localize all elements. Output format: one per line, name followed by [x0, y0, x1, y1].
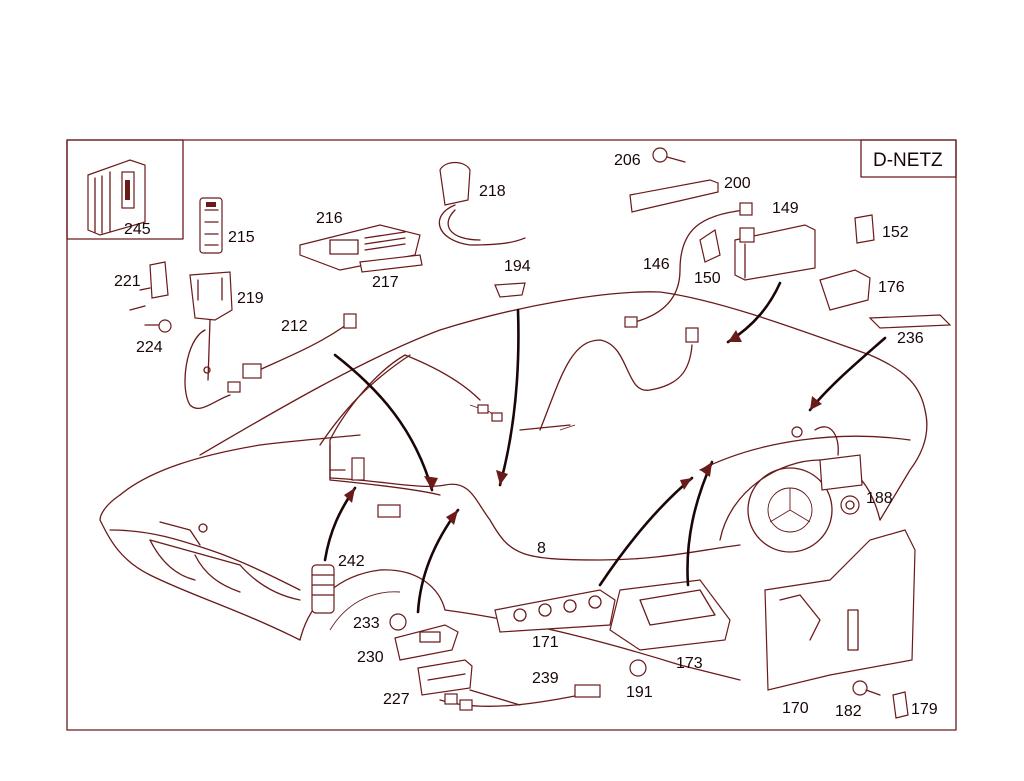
part-221-clip	[129, 261, 169, 311]
car-body	[99, 291, 928, 681]
part-236-strap	[868, 314, 952, 329]
part-150-connector	[699, 229, 721, 263]
label-170: 170	[782, 700, 809, 717]
label-152: 152	[882, 224, 909, 241]
label-230: 230	[357, 649, 384, 666]
part-173-holder	[609, 579, 731, 651]
label-182: 182	[835, 703, 862, 720]
label-188: 188	[866, 490, 893, 507]
part-antenna-connector	[351, 457, 401, 518]
part-146-antenna-cable	[624, 202, 753, 328]
part-176-bracket	[819, 269, 871, 311]
label-176: 176	[878, 279, 905, 296]
label-221: 221	[114, 273, 141, 290]
label-206: 206	[614, 152, 641, 169]
part-antenna-mount	[791, 426, 863, 491]
leader-lines	[469, 327, 699, 431]
part-215-handset	[199, 197, 223, 254]
part-194-clip	[494, 282, 526, 298]
part-171-tray	[494, 589, 616, 633]
part-206-screw	[652, 147, 686, 163]
label-233: 233	[353, 615, 380, 632]
part-188-nut	[840, 495, 860, 515]
label-200: 200	[724, 175, 751, 192]
label-171: 171	[532, 634, 559, 651]
diagram-title: D-NETZ	[873, 150, 943, 171]
part-245-manual	[87, 159, 146, 236]
label-191: 191	[626, 684, 653, 701]
part-218-charger	[438, 161, 526, 246]
title-box	[860, 139, 957, 178]
label-216: 216	[316, 210, 343, 227]
part-212-cable	[227, 313, 357, 393]
assembly-arrows	[323, 281, 887, 614]
part-182-screw	[852, 680, 881, 696]
part-219-cradle	[184, 271, 233, 410]
part-242-antenna-base	[311, 564, 335, 614]
part-233-nut	[389, 613, 407, 631]
part-239-cable	[439, 684, 601, 711]
label-149: 149	[772, 200, 799, 217]
label-245: 245	[124, 221, 151, 238]
part-170-panel	[764, 529, 916, 691]
part-191-grommet	[629, 659, 647, 677]
part-227-module	[417, 659, 473, 696]
label-146: 146	[643, 256, 670, 273]
part-224-screw	[144, 319, 172, 333]
part-152-clip	[854, 214, 875, 244]
label-215: 215	[228, 229, 255, 246]
part-217-holder	[359, 254, 423, 273]
label-242: 242	[338, 553, 365, 570]
label-212: 212	[281, 318, 308, 335]
part-179-clip	[892, 691, 909, 719]
part-149-transceiver	[734, 224, 816, 281]
label-173: 173	[676, 655, 703, 672]
part-230-bracket	[394, 624, 459, 661]
label-179: 179	[911, 701, 938, 718]
label-194: 194	[504, 258, 531, 275]
label-218: 218	[479, 183, 506, 200]
label-224: 224	[136, 339, 163, 356]
part-200-bracket	[629, 179, 719, 213]
label-219: 219	[237, 290, 264, 307]
label-236: 236	[897, 330, 924, 347]
label-239: 239	[532, 670, 559, 687]
diagram-frame	[66, 139, 957, 731]
label-227: 227	[383, 691, 410, 708]
label-8: 8	[537, 540, 546, 557]
wiring-harness	[329, 339, 741, 561]
inset-box-245	[66, 139, 184, 240]
label-150: 150	[694, 270, 721, 287]
label-217: 217	[372, 274, 399, 291]
